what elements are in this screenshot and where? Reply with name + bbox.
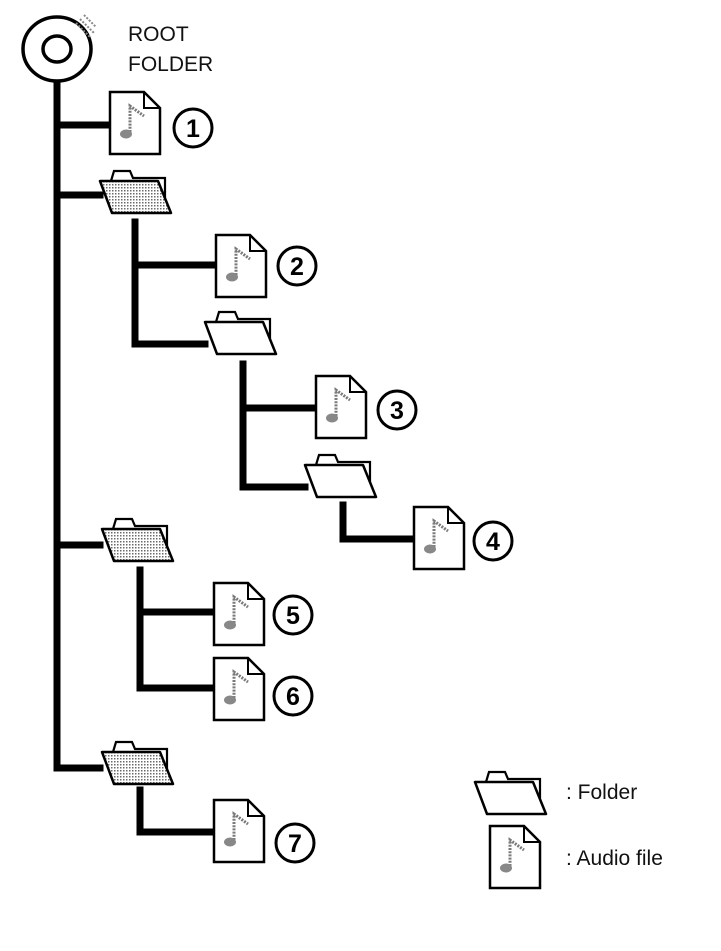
svg-text:7: 7 — [288, 830, 302, 858]
folder-icon — [100, 740, 175, 786]
folder-icon — [203, 310, 278, 356]
audio-file-icon — [212, 656, 266, 722]
legend-folder-label: : Folder — [566, 781, 638, 804]
disc-icon — [21, 14, 97, 83]
tree-connectors — [53, 76, 418, 836]
file-number-3: 3 — [376, 389, 418, 431]
folder-icon — [303, 453, 378, 499]
legend-audio-file-icon — [488, 824, 542, 890]
audio-file-icon — [214, 233, 268, 299]
svg-text:1: 1 — [186, 115, 200, 143]
file-number-1: 1 — [172, 107, 214, 149]
audio-file-icon — [108, 90, 162, 156]
root-folder-label-line2: FOLDER — [128, 53, 214, 76]
svg-text:2: 2 — [290, 253, 304, 281]
file-number-5: 5 — [272, 594, 314, 636]
root-folder-label-line1: ROOT — [128, 23, 189, 46]
audio-file-icon — [412, 505, 466, 571]
svg-text:6: 6 — [286, 683, 300, 711]
audio-file-icon — [314, 374, 368, 440]
legend-folder-icon — [473, 770, 548, 816]
file-number-6: 6 — [272, 675, 314, 717]
folder-icon — [98, 169, 173, 215]
svg-text:4: 4 — [486, 528, 500, 556]
legend-audio-file-label: : Audio file — [566, 847, 663, 870]
file-number-4: 4 — [472, 520, 514, 562]
file-number-7: 7 — [274, 822, 316, 864]
folder-icon — [100, 517, 175, 563]
svg-text:3: 3 — [390, 397, 404, 425]
audio-file-icon — [212, 581, 266, 647]
audio-file-icon — [212, 798, 266, 864]
svg-text:5: 5 — [286, 602, 300, 630]
file-number-2: 2 — [276, 245, 318, 287]
